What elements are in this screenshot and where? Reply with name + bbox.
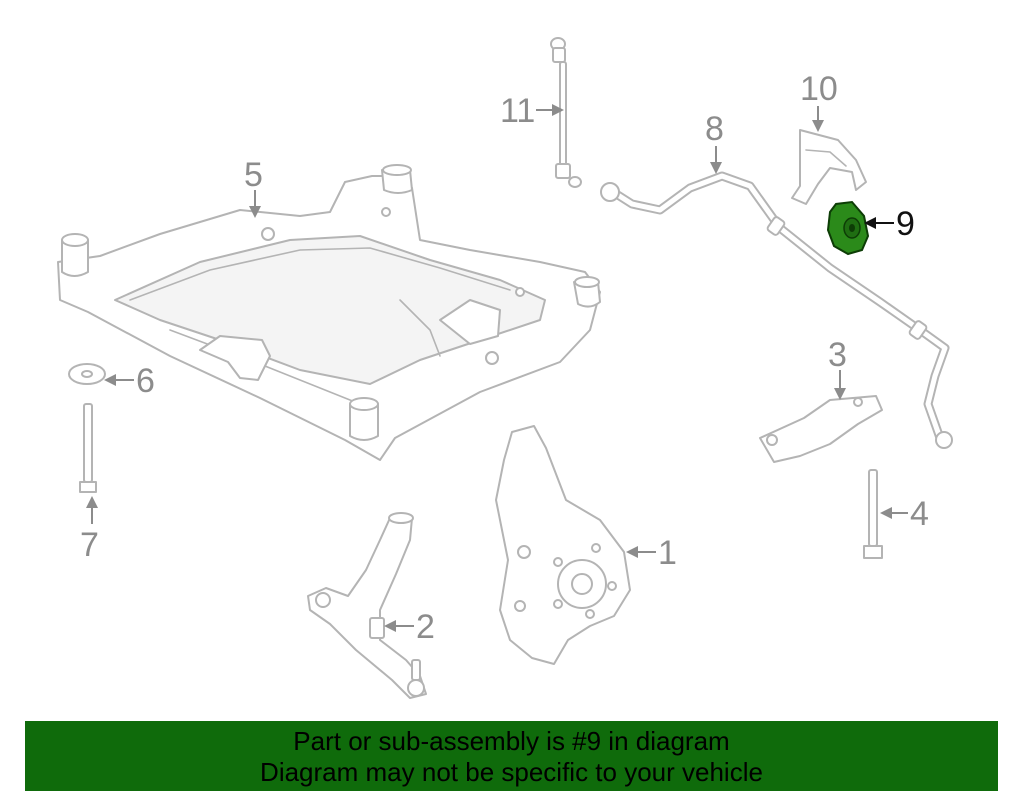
part-5-subframe[interactable] [57,164,601,461]
callout-2: 2 [384,608,435,646]
svg-text:10: 10 [800,70,838,108]
svg-text:8: 8 [705,110,724,148]
svg-text:3: 3 [828,336,847,374]
callout-4: 4 [880,495,929,533]
svg-text:7: 7 [80,526,99,564]
callout-3: 3 [828,336,847,400]
part-8-stabilizer-bar[interactable] [600,171,953,449]
parts-diagram: 1 2 3 4 5 6 7 8 9 10 [57,37,953,699]
svg-text:1: 1 [658,534,677,572]
callout-7: 7 [80,496,99,564]
part-10-bracket[interactable] [791,129,867,205]
callout-5: 5 [244,156,263,218]
part-4-bolt[interactable] [863,469,883,559]
part-3-bracket[interactable] [759,395,883,463]
callout-9: 9 [864,205,915,243]
callout-1: 1 [626,534,677,572]
svg-text:11: 11 [500,92,535,130]
svg-text:2: 2 [416,608,435,646]
callout-10: 10 [800,70,838,132]
part-9-bushing[interactable] [826,200,870,256]
info-banner: Part or sub-assembly is #9 in diagram Di… [25,721,998,791]
callout-11: 11 [500,92,564,130]
callout-6: 6 [104,362,155,400]
svg-text:4: 4 [910,495,929,533]
part-7-bolt[interactable] [79,403,97,493]
banner-line-2: Diagram may not be specific to your vehi… [260,757,763,787]
part-11-stabilizer-link[interactable] [550,37,582,188]
part-2-control-arm[interactable] [307,512,427,699]
svg-text:9: 9 [896,205,915,243]
callout-8: 8 [705,110,724,174]
banner-line-1: Part or sub-assembly is #9 in diagram [293,726,730,756]
part-1-knuckle[interactable] [495,425,631,665]
svg-text:6: 6 [136,362,155,400]
part-6-washer[interactable] [68,363,106,385]
svg-text:5: 5 [244,156,263,194]
